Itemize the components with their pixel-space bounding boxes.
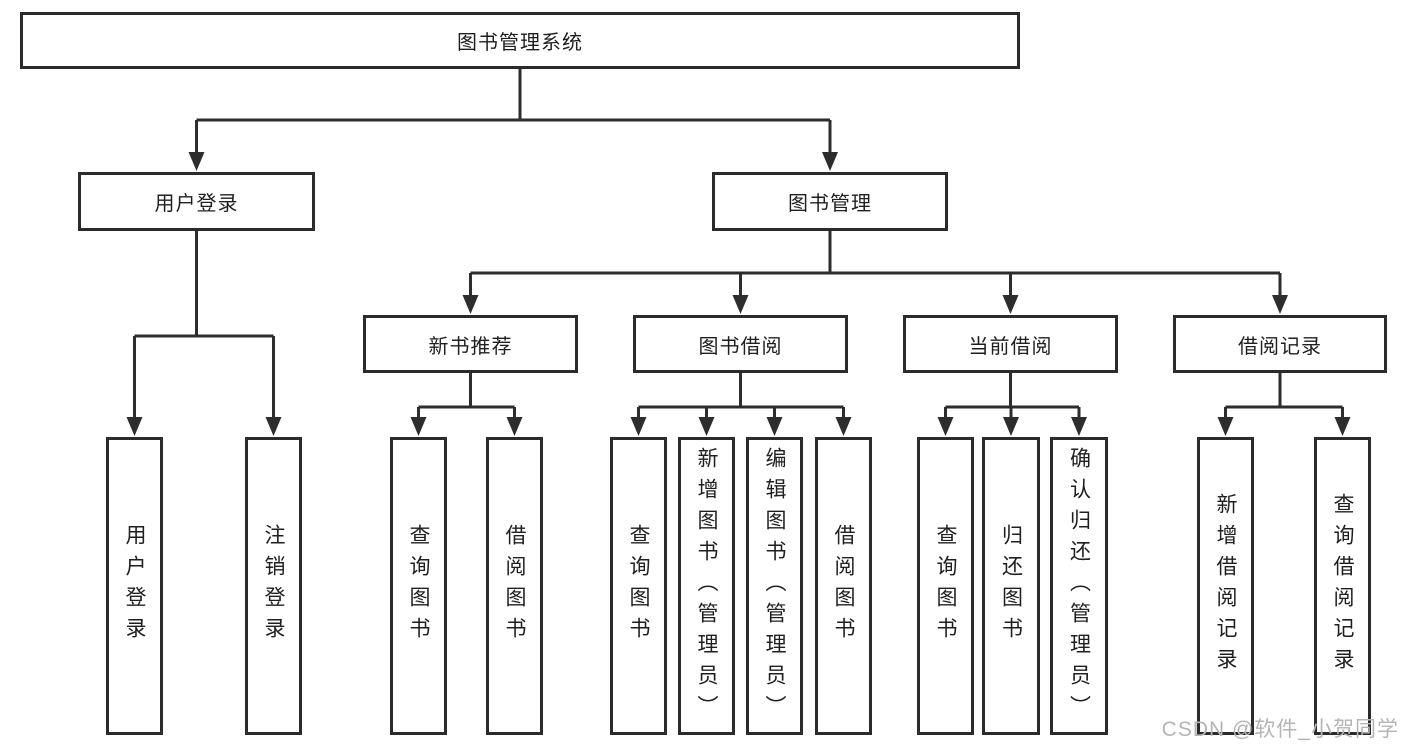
node-label: 新书推荐 — [428, 335, 513, 358]
node-label: 图书借阅 — [698, 335, 783, 358]
node-current-borrowing: 当前借阅 — [903, 315, 1118, 373]
node-label: 当前借阅 — [968, 335, 1053, 358]
leaf-label: 查询图书 — [627, 524, 650, 648]
node-book-management: 图书管理 — [712, 172, 948, 231]
leaf-query-books-recommend: 查询图书 — [390, 437, 447, 735]
leaf-return-books: 归还图书 — [982, 437, 1040, 735]
csdn-watermark: CSDN @软件_小贺同学 — [1161, 718, 1399, 741]
leaf-add-books-admin: 新增图书（管理员） — [678, 437, 735, 735]
node-user-login: 用户登录 — [78, 172, 315, 231]
leaf-label: 查询图书 — [407, 524, 430, 648]
node-library-management-system: 图书管理系统 — [20, 12, 1020, 69]
leaf-add-borrow-record: 新增借阅记录 — [1197, 437, 1254, 735]
node-new-book-recommendation: 新书推荐 — [363, 315, 578, 373]
leaf-user-login: 用户登录 — [106, 437, 163, 735]
leaf-label: 查询借阅记录 — [1331, 493, 1354, 679]
node-label: 借阅记录 — [1238, 335, 1322, 358]
node-label: 图书管理 — [788, 193, 872, 215]
tree-edges — [133, 69, 1344, 421]
leaf-confirm-return-admin: 确认归还（管理员） — [1050, 437, 1108, 735]
leaf-borrow-books-recommend: 借阅图书 — [486, 437, 543, 735]
leaf-query-books-borrow: 查询图书 — [610, 437, 667, 735]
leaf-label: 新增图书（管理员） — [695, 446, 718, 726]
leaf-label: 编辑图书（管理员） — [763, 446, 786, 726]
leaf-label: 查询图书 — [934, 524, 957, 648]
node-label: 图书管理系统 — [457, 32, 583, 54]
node-label: 用户登录 — [154, 193, 239, 215]
leaf-label: 借阅图书 — [832, 524, 855, 648]
leaf-logout: 注销登录 — [245, 437, 302, 735]
leaf-label: 借阅图书 — [503, 524, 526, 648]
leaf-query-books-current: 查询图书 — [917, 437, 974, 735]
leaf-label: 注销登录 — [262, 524, 285, 648]
leaf-label: 用户登录 — [123, 524, 146, 648]
leaf-label: 归还图书 — [999, 524, 1023, 648]
leaf-edit-books-admin: 编辑图书（管理员） — [746, 437, 803, 735]
node-book-borrowing: 图书借阅 — [633, 315, 848, 373]
leaf-label: 确认归还（管理员） — [1067, 446, 1091, 726]
leaf-label: 新增借阅记录 — [1214, 493, 1237, 679]
leaf-borrow-books: 借阅图书 — [815, 437, 872, 735]
leaf-query-borrow-record: 查询借阅记录 — [1314, 437, 1371, 735]
node-borrowing-records: 借阅记录 — [1173, 315, 1387, 373]
